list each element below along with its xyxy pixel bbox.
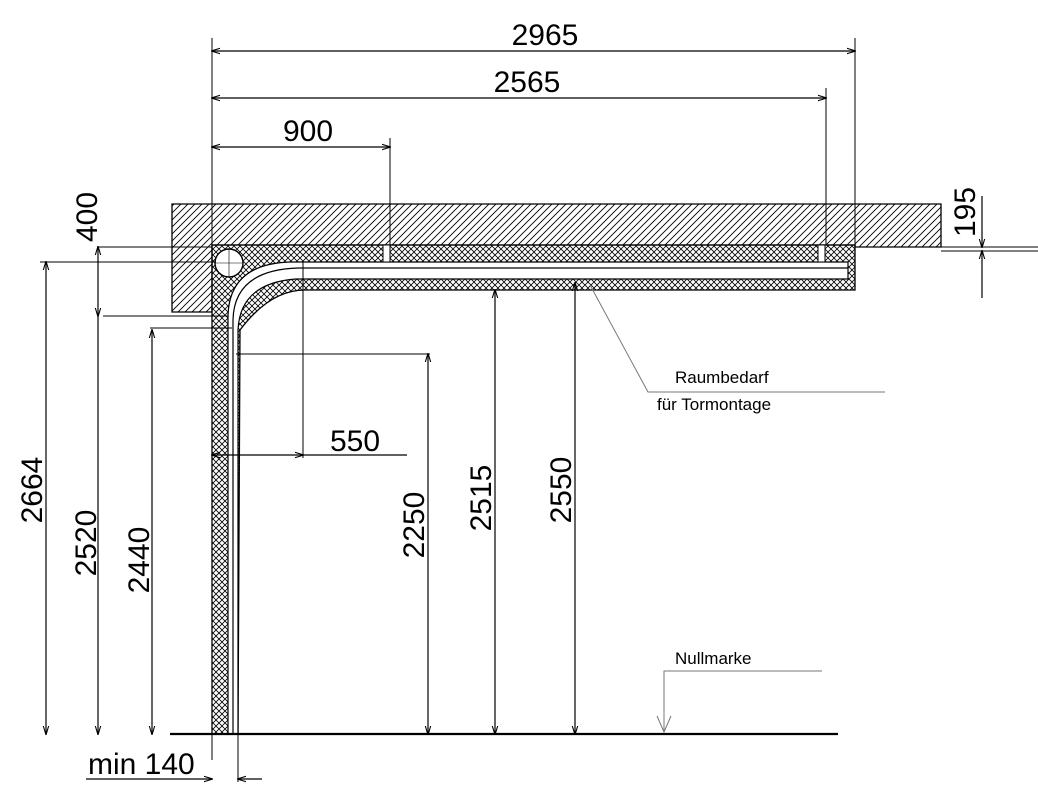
space-requirement-label-line1: Raumbedarf	[675, 368, 769, 387]
dim-text-2515: 2515	[465, 465, 498, 532]
zero-mark-symbol	[656, 715, 672, 734]
dim-text-2565: 2565	[494, 66, 561, 99]
dim-text-2965: 2965	[512, 19, 579, 52]
dim-text-550: 550	[330, 425, 380, 458]
dim-text-2550: 2550	[545, 457, 578, 524]
installation-space	[211, 244, 856, 735]
space-requirement-label-line2: für Tormontage	[657, 395, 771, 414]
dim-text-2440: 2440	[123, 527, 156, 594]
dim-text-400: 400	[71, 192, 104, 242]
suspension-bracket-front	[382, 244, 391, 263]
dim-text-195: 195	[949, 187, 982, 237]
door-track	[232, 267, 848, 734]
track-channel	[227, 261, 849, 735]
zero-mark-label: Nullmarke	[675, 649, 752, 668]
space-requirement-area	[211, 244, 856, 735]
shaft-center-mark	[215, 249, 243, 277]
dim-text-2250: 2250	[398, 492, 431, 559]
horizontal-dimensions: 2965 2565 900 550 min 140	[86, 19, 855, 782]
zero-mark-leader	[663, 670, 822, 732]
space-requirement-leader	[589, 284, 885, 393]
dim-text-min140: min 140	[88, 748, 195, 781]
suspension-bracket-rear	[817, 244, 826, 263]
dim-text-2664: 2664	[16, 457, 49, 524]
dim-text-900: 900	[283, 115, 333, 148]
dim-text-2520: 2520	[70, 510, 103, 577]
vertical-dimensions: 400 2664 2520 2440 2250 2515 2550 195	[16, 187, 1038, 734]
annotations: Raumbedarf für Tormontage Nullmarke	[589, 284, 885, 734]
